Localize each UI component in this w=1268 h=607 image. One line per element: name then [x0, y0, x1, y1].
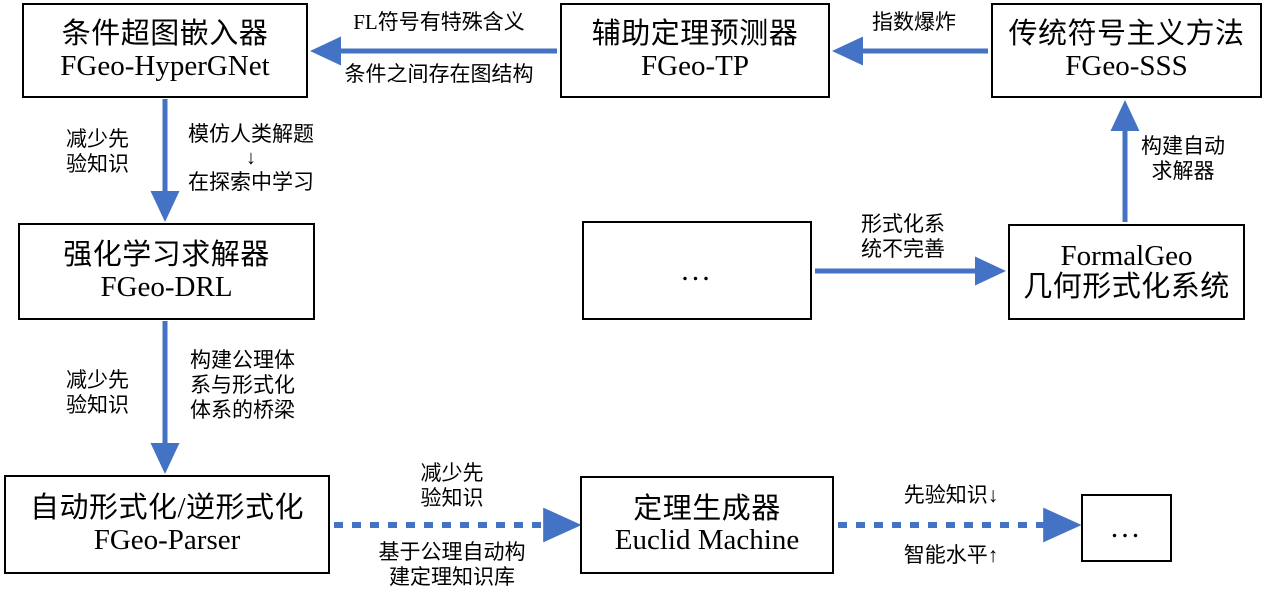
node-fgeo-sss[interactable]: 传统符号主义方法 FGeo-SSS	[991, 3, 1262, 98]
edge-label-drl-to-parser-left-line2: 验知识	[66, 392, 129, 417]
edge-label-tp-to-hypergnet-bottom-text: 条件之间存在图结构	[344, 62, 534, 86]
node-parser-cn-label: 自动形式化/逆形式化	[29, 492, 305, 525]
node-fgeo-tp[interactable]: 辅助定理预测器 FGeo-TP	[560, 3, 830, 98]
edge-label-dots-to-formalgeo-line2: 统不完善	[861, 236, 945, 261]
edge-label-drl-to-parser-right: 构建公理体 系与形式化 体系的桥梁	[190, 348, 295, 422]
edge-label-formalgeo-to-sss-line2: 求解器	[1151, 158, 1215, 183]
edge-label-euclid-to-dots-bottom: 智能水平↑	[904, 543, 999, 568]
node-formalgeo-cn-label: 几何形式化系统	[1023, 271, 1230, 303]
edge-label-formalgeo-to-sss: 构建自动 求解器	[1141, 134, 1225, 184]
edge-label-parser-to-euclid-bottom-line2: 建定理知识库	[389, 564, 515, 589]
node-euclid-en-label: Euclid Machine	[614, 524, 800, 556]
node-placeholder-end-label: ...	[1110, 511, 1143, 544]
edge-label-hypergnet-to-drl-left-line1: 减少先	[66, 127, 129, 151]
edge-label-parser-to-euclid-top: 减少先 验知识	[421, 461, 484, 511]
node-fgeo-hypergnet[interactable]: 条件超图嵌入器 FGeo-HyperGNet	[22, 3, 308, 98]
edge-label-dots-to-formalgeo: 形式化系 统不完善	[861, 212, 945, 262]
edge-label-hypergnet-to-drl-right-line2: 在探索中学习	[188, 170, 314, 195]
edge-label-parser-to-euclid-top-line2: 验知识	[420, 485, 484, 510]
down-arrow-icon: ↓	[246, 147, 256, 170]
edge-label-tp-to-hypergnet-top-text: FL符号有特殊含义	[353, 10, 525, 34]
node-drl-en-label: FGeo-DRL	[100, 270, 233, 303]
edge-label-parser-to-euclid-bottom: 基于公理自动构 建定理知识库	[379, 540, 526, 590]
node-fgeo-parser[interactable]: 自动形式化/逆形式化 FGeo-Parser	[4, 475, 330, 574]
edge-label-tp-to-hypergnet-bottom: 条件之间存在图结构	[345, 62, 534, 87]
edge-label-euclid-to-dots-bottom-text: 智能水平↑	[903, 543, 999, 567]
edge-label-drl-to-parser-right-line3: 体系的桥梁	[190, 397, 295, 422]
edge-label-hypergnet-to-drl-right: 模仿人类解题 ↓ 在探索中学习	[188, 122, 314, 194]
node-hypergnet-cn-label: 条件超图嵌入器	[61, 18, 269, 51]
edge-label-drl-to-parser-left: 减少先 验知识	[66, 368, 129, 418]
node-sss-en-label: FGeo-SSS	[1065, 49, 1188, 82]
node-parser-en-label: FGeo-Parser	[93, 523, 241, 556]
edge-label-euclid-to-dots-top-text: 先验知识↓	[903, 483, 999, 507]
edge-label-euclid-to-dots-top: 先验知识↓	[904, 483, 999, 508]
node-placeholder-middle-label: ...	[681, 253, 713, 287]
edge-label-sss-to-tp-text: 指数爆炸	[872, 10, 956, 34]
node-formalgeo-en-label: FormalGeo	[1060, 239, 1193, 272]
node-tp-cn-label: 辅助定理预测器	[591, 18, 799, 51]
edge-label-sss-to-tp: 指数爆炸	[872, 10, 956, 35]
node-euclid-machine[interactable]: 定理生成器 Euclid Machine	[580, 476, 834, 574]
edge-label-hypergnet-to-drl-left-line2: 验知识	[66, 151, 129, 176]
edge-label-parser-to-euclid-top-line1: 减少先	[420, 461, 484, 485]
node-placeholder-end[interactable]: ...	[1081, 494, 1172, 562]
node-tp-en-label: FGeo-TP	[641, 49, 749, 82]
edge-label-drl-to-parser-left-line1: 减少先	[66, 368, 129, 392]
edge-label-hypergnet-to-drl-right-line1: 模仿人类解题	[188, 122, 314, 146]
edge-label-drl-to-parser-right-line1: 构建公理体	[190, 348, 295, 372]
node-placeholder-middle[interactable]: ...	[582, 221, 812, 320]
edge-label-tp-to-hypergnet-top: FL符号有特殊含义	[353, 10, 525, 35]
edge-label-hypergnet-to-drl-left: 减少先 验知识	[66, 127, 129, 177]
node-euclid-cn-label: 定理生成器	[633, 492, 781, 525]
node-formalgeo[interactable]: FormalGeo 几何形式化系统	[1008, 224, 1245, 320]
edge-label-formalgeo-to-sss-line1: 构建自动	[1141, 134, 1225, 158]
edge-label-dots-to-formalgeo-line1: 形式化系	[861, 212, 945, 236]
edge-label-parser-to-euclid-bottom-line1: 基于公理自动构	[378, 540, 526, 564]
node-hypergnet-en-label: FGeo-HyperGNet	[60, 49, 270, 82]
node-drl-cn-label: 强化学习求解器	[63, 239, 270, 272]
node-sss-cn-label: 传统符号主义方法	[1008, 18, 1245, 51]
edge-label-drl-to-parser-right-line2: 系与形式化	[190, 372, 295, 397]
node-fgeo-drl[interactable]: 强化学习求解器 FGeo-DRL	[18, 223, 315, 320]
